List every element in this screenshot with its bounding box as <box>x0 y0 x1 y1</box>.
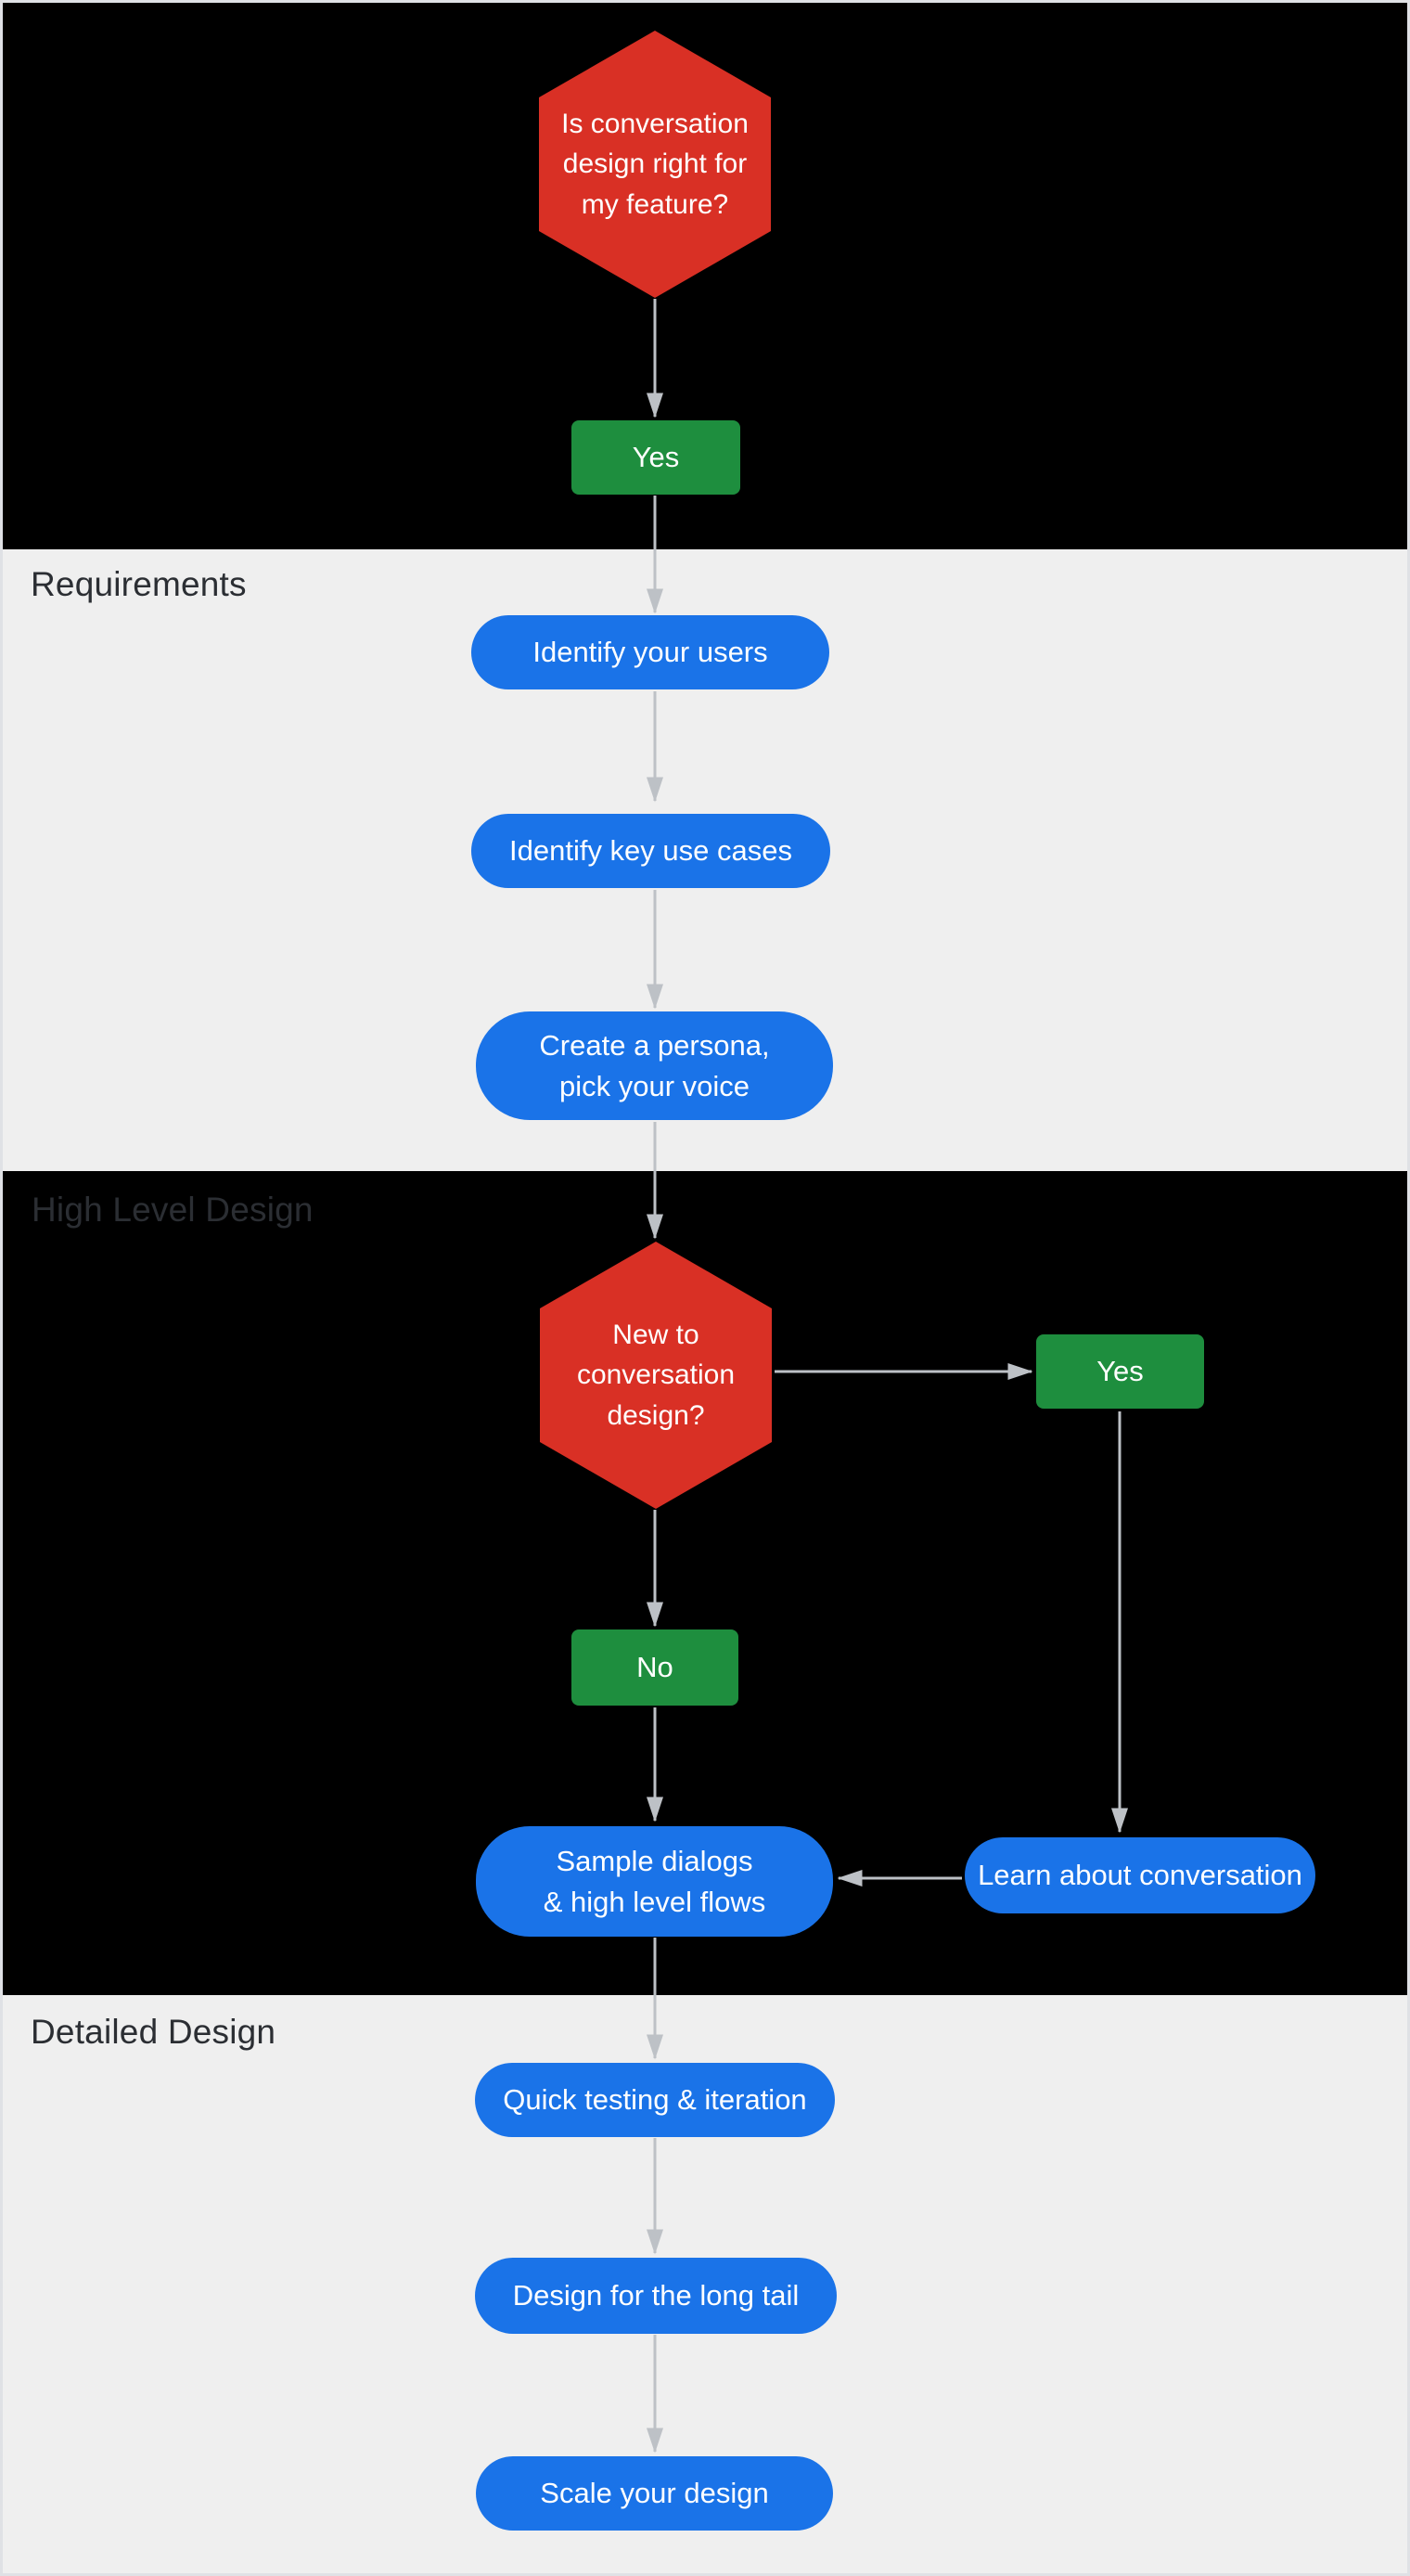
node-label: Learn about conversation <box>978 1859 1302 1892</box>
node-label: Identify key use cases <box>509 834 792 868</box>
section-label-detailed-design: Detailed Design <box>31 2013 276 2051</box>
decision-new-to-conversation-design: New to conversation design? <box>540 1242 772 1509</box>
step-quick-testing-iteration[interactable]: Quick testing & iteration <box>475 2063 835 2137</box>
step-learn-about-conversation[interactable]: Learn about conversation <box>965 1837 1315 1913</box>
node-label: No <box>636 1651 673 1684</box>
step-identify-key-use-cases[interactable]: Identify key use cases <box>471 814 830 888</box>
step-design-for-long-tail[interactable]: Design for the long tail <box>475 2258 837 2334</box>
node-label: New to conversation design? <box>576 1319 736 1431</box>
node-label: Sample dialogs & high level flows <box>543 1845 766 1918</box>
node-label: Yes <box>632 441 680 474</box>
step-identify-your-users[interactable]: Identify your users <box>471 615 829 689</box>
node-label: Quick testing & iteration <box>503 2083 807 2117</box>
yes-button-start[interactable]: Yes <box>571 420 740 495</box>
node-label: Identify your users <box>532 636 768 669</box>
section-label-high-level-design: High Level Design <box>32 1191 314 1229</box>
step-sample-dialogs-high-level-flows[interactable]: Sample dialogs & high level flows <box>476 1826 833 1937</box>
node-label: Scale your design <box>540 2477 769 2510</box>
node-label: Is conversation design right for my feat… <box>561 108 749 220</box>
decision-conversation-design-right: Is conversation design right for my feat… <box>539 31 771 298</box>
node-label: Design for the long tail <box>512 2279 800 2312</box>
node-label: Yes <box>1096 1355 1144 1388</box>
step-create-persona-pick-voice[interactable]: Create a persona, pick your voice <box>476 1011 833 1120</box>
yes-button-new-to-design[interactable]: Yes <box>1036 1334 1204 1409</box>
node-label: Create a persona, pick your voice <box>539 1029 770 1102</box>
no-button-new-to-design[interactable]: No <box>571 1629 738 1706</box>
step-scale-your-design[interactable]: Scale your design <box>476 2456 833 2531</box>
section-label-requirements: Requirements <box>31 565 247 603</box>
